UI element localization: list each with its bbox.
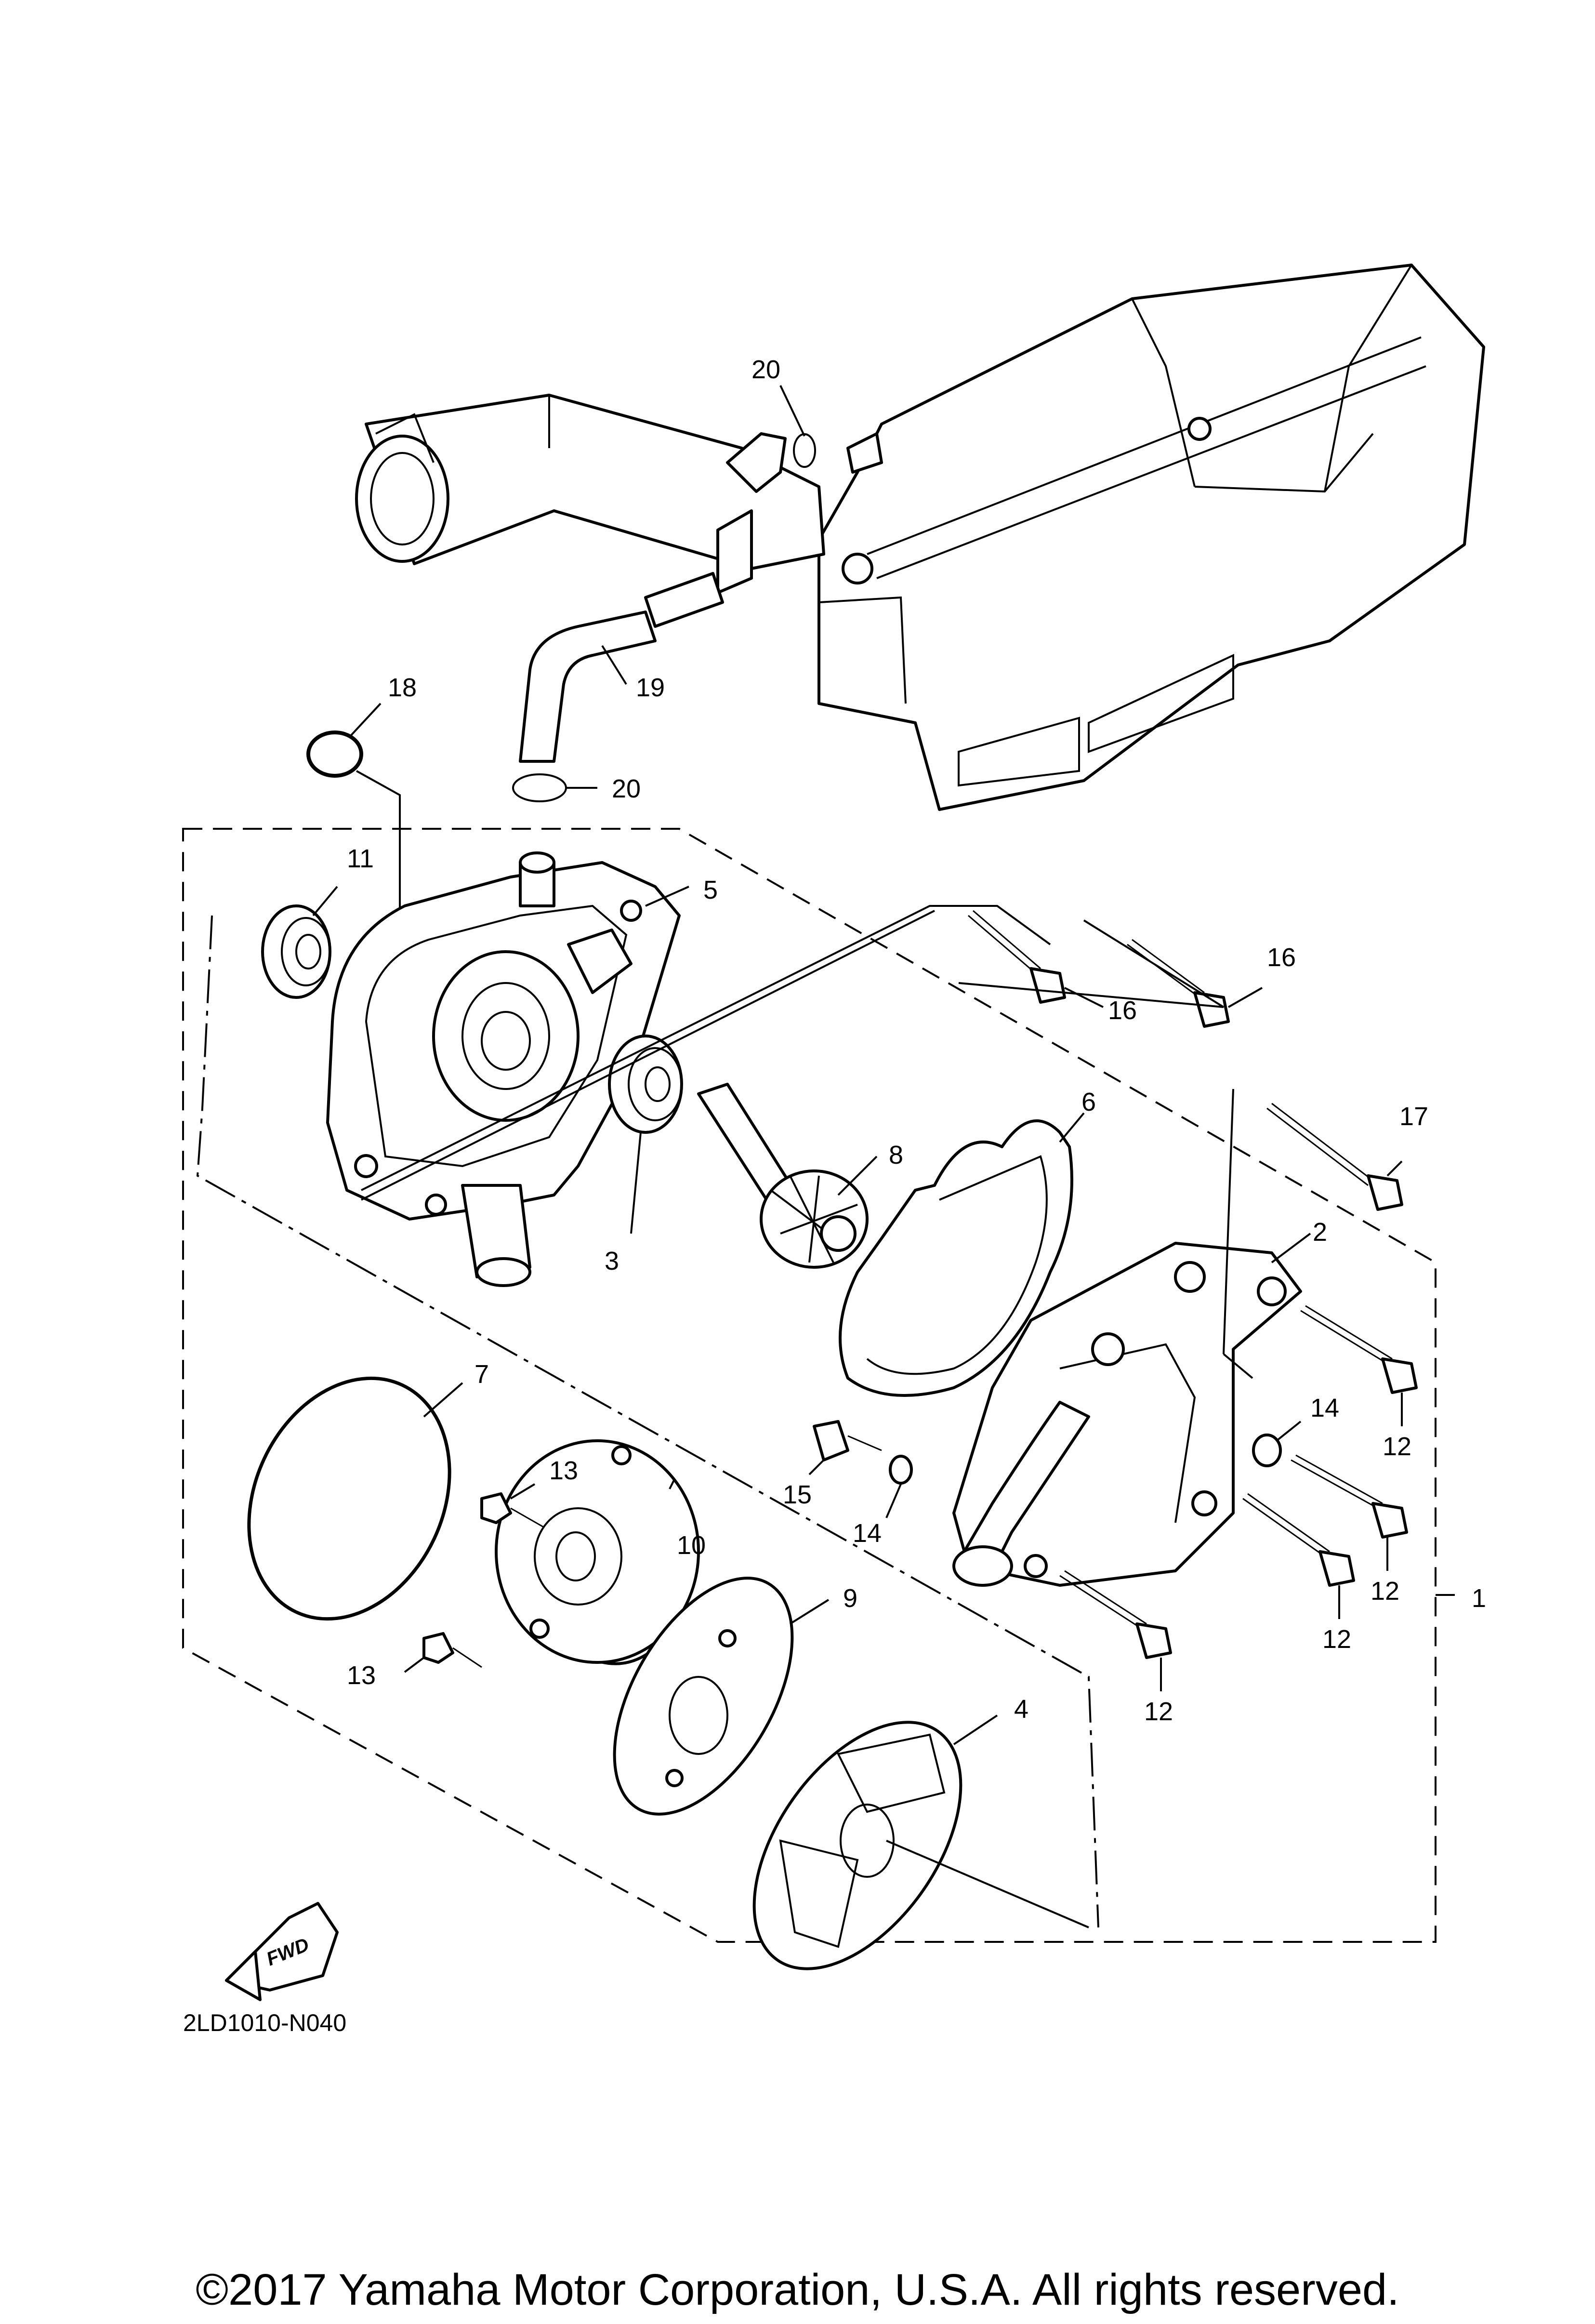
housing-centerline	[196, 915, 1099, 1928]
pump-cover	[952, 1233, 1311, 1587]
callout-16b: 16	[1267, 943, 1296, 972]
callout-14a: 14	[853, 1519, 882, 1548]
callout-labels: 1 2 3 4 5 6 7 8 9 10 11 12 12 12 12 13 1…	[347, 355, 1486, 1726]
breather-hose	[519, 572, 724, 763]
washer-14b	[1252, 1421, 1302, 1467]
copyright-notice: ©2017 Yamaha Motor Corporation, U.S.A. A…	[196, 2265, 1399, 2314]
bolt-12a	[1300, 1305, 1418, 1426]
o-ring-7	[247, 1376, 463, 1621]
bearing-3	[608, 1035, 683, 1234]
drawing-code: 2LD1010-N040	[183, 2009, 346, 2036]
bolt-16a	[968, 910, 1104, 1008]
callout-12c: 12	[1322, 1625, 1351, 1654]
hose-clip-lower	[512, 773, 597, 802]
callout-14b: 14	[1310, 1394, 1339, 1422]
callout-12d: 12	[1144, 1697, 1173, 1726]
callout-11: 11	[347, 844, 374, 873]
hose-clip-upper	[779, 385, 816, 468]
impeller-plate-9	[613, 1577, 830, 1816]
callout-10: 10	[677, 1531, 706, 1560]
callout-3: 3	[605, 1247, 619, 1275]
bolt-16b	[1127, 939, 1263, 1028]
shaft-axis-line-b	[361, 910, 1225, 1201]
callout-2: 2	[1313, 1218, 1327, 1247]
bolt-13a	[480, 1483, 545, 1528]
cover-bracket	[1223, 1089, 1253, 1379]
callout-16a: 16	[1108, 996, 1137, 1025]
callout-7: 7	[475, 1360, 489, 1389]
impeller-shaft	[697, 1083, 878, 1269]
bolt-12b	[1291, 1454, 1408, 1571]
gasket-6	[839, 1112, 1085, 1397]
callout-12b: 12	[1371, 1577, 1399, 1606]
bolt-17	[1266, 1102, 1403, 1211]
callout-17: 17	[1399, 1102, 1428, 1131]
callout-12a: 12	[1383, 1432, 1411, 1461]
bolt-12c	[1242, 1493, 1355, 1619]
callout-1: 1	[1472, 1584, 1486, 1613]
bolt-13b	[404, 1632, 482, 1673]
impeller-plate-10	[495, 1439, 700, 1665]
callout-8: 8	[889, 1141, 903, 1169]
callout-19: 19	[636, 673, 665, 702]
callout-5: 5	[703, 876, 718, 904]
pump-housing	[326, 851, 689, 1287]
shaft-axis-line-a	[361, 905, 1051, 1191]
bolt-15	[808, 1420, 882, 1475]
callout-13b: 13	[347, 1661, 376, 1690]
callout-6: 6	[1081, 1088, 1096, 1116]
callout-9: 9	[843, 1584, 857, 1613]
callout-4: 4	[1014, 1695, 1028, 1724]
bolt-12d	[1059, 1570, 1172, 1691]
callout-20b: 20	[612, 774, 641, 803]
callout-18: 18	[388, 673, 417, 702]
washer-14a	[885, 1455, 913, 1518]
air-box-assembly	[355, 264, 1485, 811]
callout-20a: 20	[751, 355, 780, 384]
gasket-plate-4	[752, 1714, 1089, 1970]
callout-15: 15	[783, 1480, 812, 1509]
forward-direction-arrow: FWD	[225, 1902, 339, 2001]
callout-13a: 13	[549, 1456, 578, 1485]
bearing-11	[261, 886, 338, 999]
assembly-boundary	[182, 828, 1437, 1943]
